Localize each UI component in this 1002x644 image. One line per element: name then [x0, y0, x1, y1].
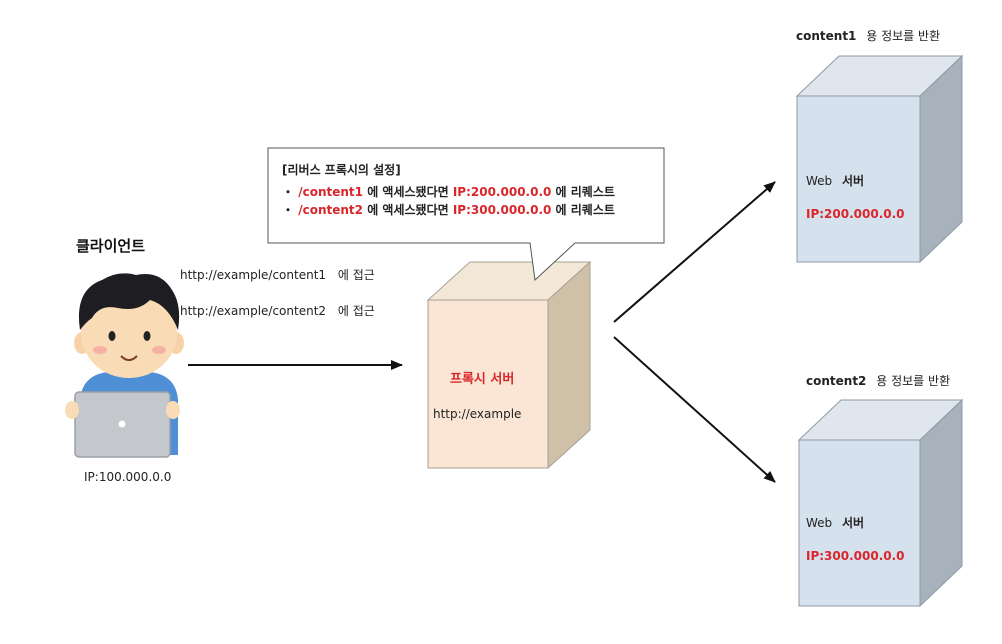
callout-rule-2-mid: 에 액세스됐다면 — [367, 202, 453, 217]
server1-caption: content1 용 정보를 반환 — [796, 29, 940, 43]
proxy-server-box: 프록시 서버 http://example — [426, 260, 592, 470]
server2-name-ko: 서버 — [842, 515, 864, 530]
web-server-1: content1 용 정보를 반환 Web 서버 IP:200.000.0.0 — [795, 29, 964, 264]
callout-title: [리버스 프록시의 설정] — [282, 162, 401, 177]
callout-rule-2-bullet: ・ — [282, 203, 294, 217]
client-ip: IP:100.000.0.0 — [84, 470, 171, 484]
proxy-label: 프록시 서버 — [450, 371, 514, 387]
server2-caption: content2 용 정보를 반환 — [806, 374, 950, 388]
proxy-to-server2-arrow — [613, 336, 776, 483]
client: 클라이언트 — [65, 237, 184, 484]
server2-caption-rest: 용 정보를 반환 — [876, 374, 950, 388]
server1-caption-content: content1 — [796, 29, 856, 43]
client-title: 클라이언트 — [76, 237, 145, 255]
access-url-2: http://example/content2 — [180, 304, 326, 318]
web-server-2: content2 용 정보를 반환 Web 서버 IP:300.000.0.0 — [797, 374, 964, 608]
proxy-url: http://example — [433, 407, 521, 421]
server2-name-en: Web — [806, 516, 832, 530]
access-suffix-1: 에 접근 — [338, 268, 375, 282]
access-suffix-2: 에 접근 — [338, 304, 375, 318]
proxy-settings-callout: [리버스 프록시의 설정] ・ /content1 에 액세스됐다면 IP:20… — [267, 147, 665, 282]
client-laptop-icon — [65, 391, 180, 458]
callout-rule-2-end: 에 리퀘스트 — [556, 202, 615, 217]
server1-name-ko: 서버 — [842, 173, 864, 188]
callout-rule-1-ip: IP:200.000.0.0 — [453, 185, 552, 199]
access-line-1: http://example/content1 에 접근 — [180, 268, 375, 282]
proxy-to-server1-arrow — [613, 181, 776, 323]
callout-rule-2-ip: IP:300.000.0.0 — [453, 203, 552, 217]
callout-rule-1: ・ /content1 에 액세스됐다면 IP:200.000.0.0 에 리퀘… — [282, 184, 615, 199]
server2-ip: IP:300.000.0.0 — [806, 549, 905, 563]
access-labels: http://example/content1 에 접근 http://exam… — [180, 268, 375, 318]
server1-caption-rest: 용 정보를 반환 — [866, 29, 940, 43]
access-url-1: http://example/content1 — [180, 268, 326, 282]
server1-name-en: Web — [806, 174, 832, 188]
callout-rule-2: ・ /content2 에 액세스됐다면 IP:300.000.0.0 에 리퀘… — [282, 202, 615, 217]
server2-caption-content: content2 — [806, 374, 866, 388]
server2-name: Web 서버 — [806, 515, 864, 530]
server1-ip: IP:200.000.0.0 — [806, 207, 905, 221]
callout-rule-1-mid: 에 액세스됐다면 — [367, 184, 453, 199]
server1-name: Web 서버 — [806, 173, 864, 188]
callout-rule-2-path: /content2 — [298, 203, 363, 217]
access-line-2: http://example/content2 에 접근 — [180, 304, 375, 318]
callout-rule-1-end: 에 리퀘스트 — [556, 184, 615, 199]
callout-rule-1-path: /content1 — [298, 185, 363, 199]
callout-rule-1-bullet: ・ — [282, 185, 294, 199]
